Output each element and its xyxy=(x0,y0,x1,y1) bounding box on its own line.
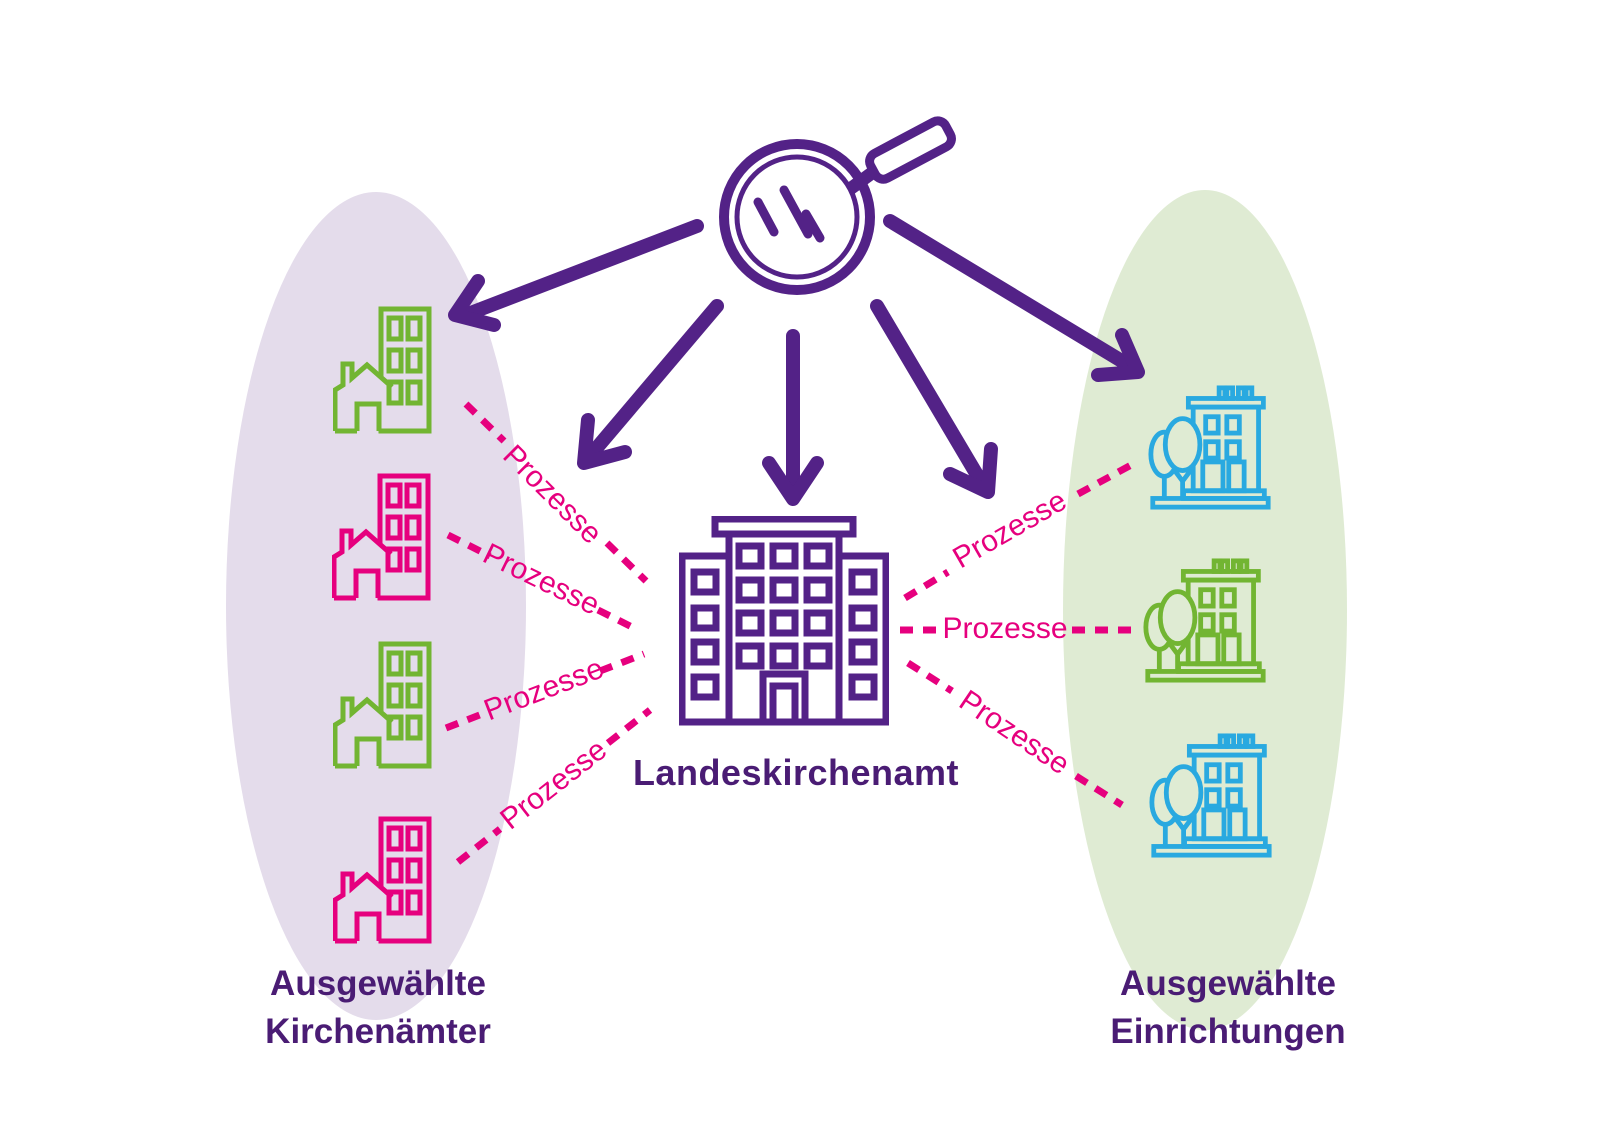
right-group-ellipse xyxy=(1063,190,1347,1030)
right-group-title: Ausgewählte Einrichtungen xyxy=(1028,960,1428,1056)
center-building-label: Landeskirchenamt xyxy=(632,752,960,793)
institution-building-2-icon xyxy=(1140,558,1270,683)
landeskirchenamt-building-icon xyxy=(679,516,889,726)
process-label: Prozesse xyxy=(942,612,1068,645)
church-office-building-1-icon xyxy=(333,305,433,435)
left-group-title-line2: Kirchenämter xyxy=(265,1012,491,1051)
left-group-title: Ausgewählte Kirchenämter xyxy=(178,960,578,1056)
arrow-to-right-group xyxy=(883,214,1145,382)
arrow-to-center-building xyxy=(762,329,824,506)
magnifier-icon xyxy=(700,112,970,312)
left-group-title-line1: Ausgewählte xyxy=(270,964,486,1003)
right-group-title-line1: Ausgewählte xyxy=(1120,964,1336,1003)
institution-building-1-icon xyxy=(1145,385,1275,510)
institution-building-3-icon xyxy=(1146,733,1276,858)
church-office-building-2-icon xyxy=(332,472,432,602)
arrow-to-left-center xyxy=(577,299,724,470)
arrow-to-left-group xyxy=(448,219,704,332)
process-connector-dashes xyxy=(444,401,1135,865)
arrow-to-right-center xyxy=(870,299,998,499)
church-office-building-4-icon xyxy=(333,815,433,945)
church-office-building-3-icon xyxy=(333,640,433,770)
right-group-title-line2: Einrichtungen xyxy=(1110,1012,1346,1051)
